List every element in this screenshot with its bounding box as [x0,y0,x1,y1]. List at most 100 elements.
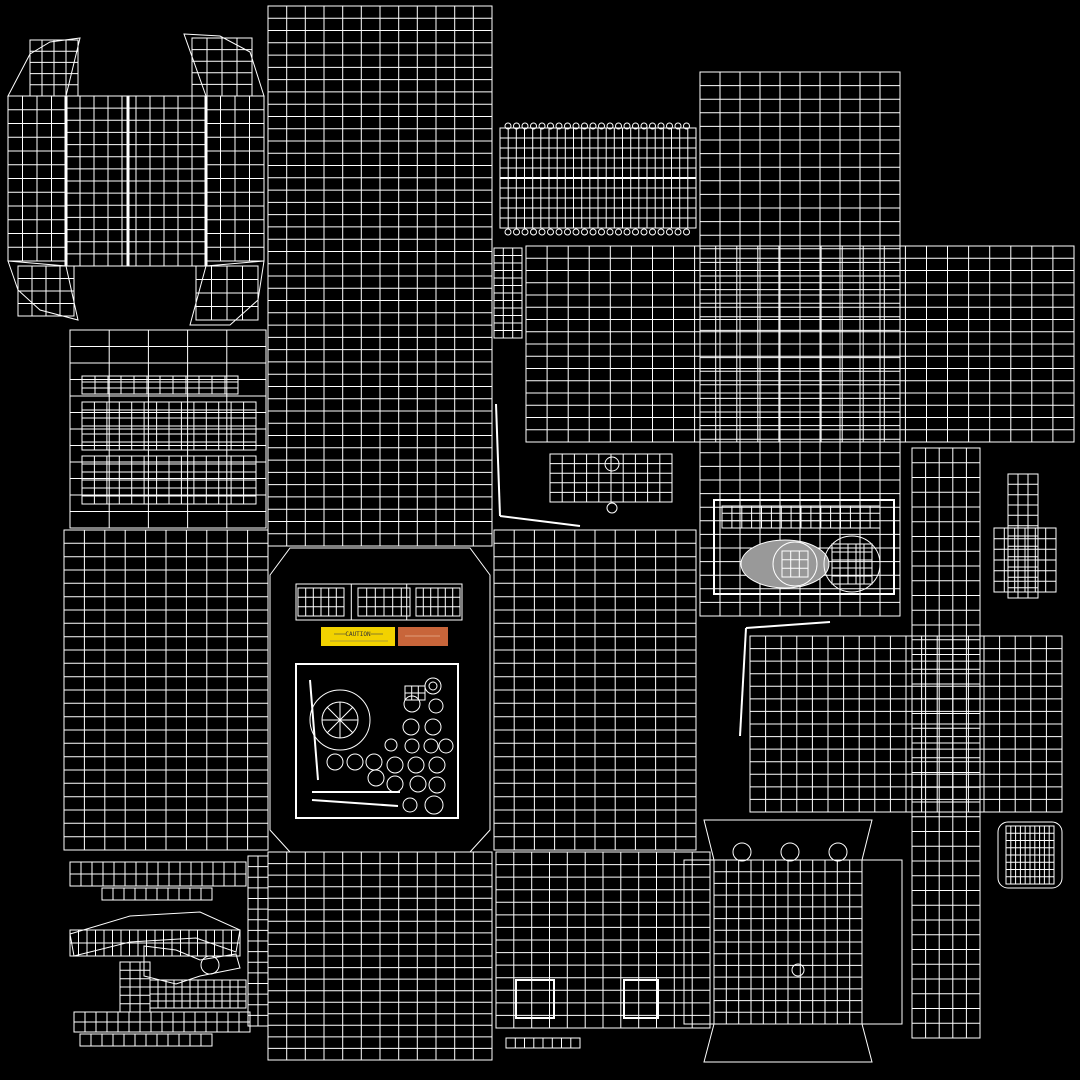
header-cell-3 [415,587,461,617]
knob [428,776,446,794]
knob [409,775,427,793]
dial-spoke [339,719,354,734]
railing-hook [581,228,588,236]
cutout-left [515,979,555,1019]
knob [346,753,364,771]
railing-hook [538,228,546,236]
railing-hook [589,122,597,130]
railing-hook [657,122,665,130]
rounded-pad [997,821,1063,889]
knob [404,738,420,754]
railing-hook [674,228,682,236]
railing-hook [632,228,639,236]
dial-large [309,689,371,751]
fan-right [823,535,881,593]
railing-hook [598,228,605,236]
strip-1 [81,375,239,395]
fan-left-grid [781,550,809,578]
railing-hook [657,228,665,236]
railing-hook [606,228,614,236]
railing-hook [504,228,512,236]
railing-hook [589,228,597,236]
knob [438,738,454,754]
vent-grill [721,505,881,529]
gadget-knob [604,456,620,472]
right-small-part [1007,473,1039,599]
railing-hook [683,228,690,236]
railing-hook [504,122,512,130]
railing-hook [538,122,546,130]
misc-strip-1 [69,861,247,887]
railing-hook [513,228,520,236]
railing-hook [649,228,656,236]
panel-right-wide [525,245,1075,443]
sliver [495,403,501,517]
misc-strip-2 [101,887,213,901]
railing-hook [632,122,639,130]
railing-hook [581,122,588,130]
misc-block-2 [149,979,247,1009]
arc-strip [69,911,241,957]
header-cell-2 [357,587,411,617]
control-panel-header [295,583,463,621]
vent-box [713,499,895,595]
railing-hook [615,122,622,130]
gadget-chair [549,453,673,503]
unwrap-bottom-right-cap [189,260,265,326]
railing-hook [640,228,648,236]
bracket-part [143,945,241,985]
railing-hook [547,228,554,236]
strip-2 [81,401,257,451]
caution-label: CAUTION [321,627,395,646]
fan-left [772,541,818,587]
cutout-right [623,979,659,1019]
panel-mid-center [493,529,697,851]
railing-hook [674,122,682,130]
knob [384,738,398,752]
railing-hook [530,122,537,130]
knob [386,756,404,774]
tube-port [780,842,800,862]
control-panel-frame [269,547,491,853]
fan-housing [740,539,830,589]
panel-mid-left [63,529,269,851]
panel-left-upper [69,329,267,529]
knob [402,718,420,736]
knob [428,698,444,714]
right-small-part-arms [993,527,1057,593]
knob [428,756,446,774]
sliver [745,621,831,629]
small-stair [493,247,523,339]
railing-hook [572,228,580,236]
fan-right-grid [831,543,873,585]
rounded-pad-grid [1005,825,1055,885]
knob [407,756,425,774]
knob [326,753,344,771]
railing-hook [521,228,529,236]
arc-strip-grid [69,929,241,957]
knob [367,769,385,787]
sliver [499,515,581,527]
knob-inner [428,681,438,691]
railing-hook [572,122,580,130]
cable [311,799,399,807]
gadget-knob [606,502,618,514]
railing-hook [623,228,631,236]
header-cell-1 [297,587,345,617]
misc-strip-vertical [247,855,269,1027]
railing-hook [666,228,673,236]
dial-spoke [339,706,354,721]
dial-spoke [326,719,341,734]
warning-label [398,627,448,646]
panel-right-mid [749,635,1063,813]
railing-hook [555,228,563,236]
railing-hook [555,122,563,130]
unwrap-bottom-left-cap [7,260,79,321]
tube-center-hole [791,963,805,977]
cap-grid-tl [29,39,79,97]
railing-hook [598,122,605,130]
misc-strip-4 [79,1033,213,1047]
uv-wireframe [7,5,1075,1063]
